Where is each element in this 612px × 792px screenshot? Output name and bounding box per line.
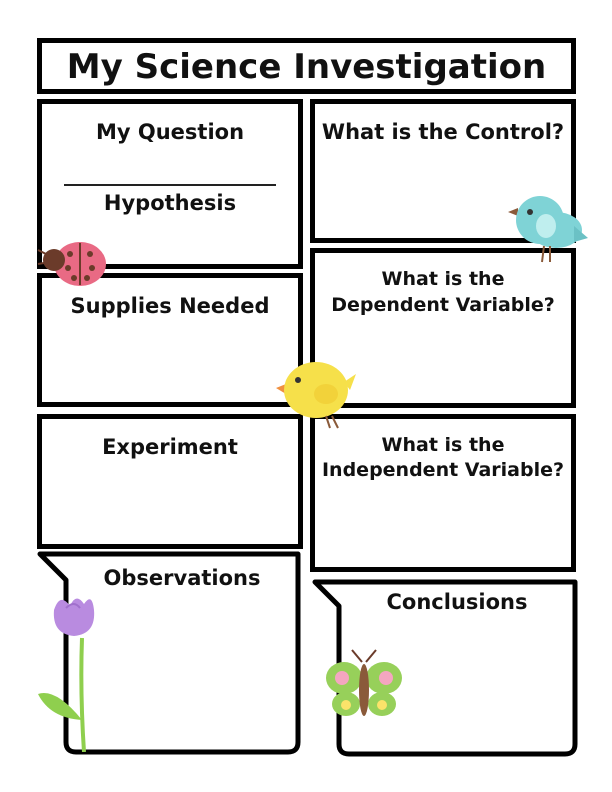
experiment-label: Experiment [102, 435, 238, 459]
page-title: My Science Investigation [66, 47, 547, 87]
dependent-label-line1: What is the [381, 268, 505, 290]
title-box: My Science Investigation [37, 38, 576, 94]
question-label: My Question [95, 120, 245, 144]
observations-label: Observations [103, 566, 261, 590]
question-box[interactable]: My Question Hypothesis [37, 99, 303, 269]
control-label: What is the Control? [321, 120, 565, 144]
dependent-box[interactable]: What is the Dependent Variable? [310, 248, 576, 408]
conclusions-label: Conclusions [386, 590, 528, 614]
butterfly-icon [326, 649, 402, 716]
blue-bird-icon [508, 196, 588, 263]
independent-label-line2: Independent Variable? [321, 459, 565, 481]
tulip-icon [38, 598, 95, 752]
independent-box[interactable]: What is the Independent Variable? [310, 414, 576, 572]
independent-label-line1: What is the [381, 434, 505, 456]
hypothesis-label: Hypothesis [103, 191, 237, 215]
experiment-box[interactable]: Experiment [37, 414, 303, 549]
yellow-chick-icon [276, 362, 356, 429]
supplies-box[interactable]: Supplies Needed [37, 273, 303, 407]
supplies-label: Supplies Needed [70, 294, 270, 318]
ladybug-icon [37, 242, 106, 286]
question-answer-line[interactable] [64, 184, 276, 186]
dependent-label-line2: Dependent Variable? [331, 294, 555, 316]
